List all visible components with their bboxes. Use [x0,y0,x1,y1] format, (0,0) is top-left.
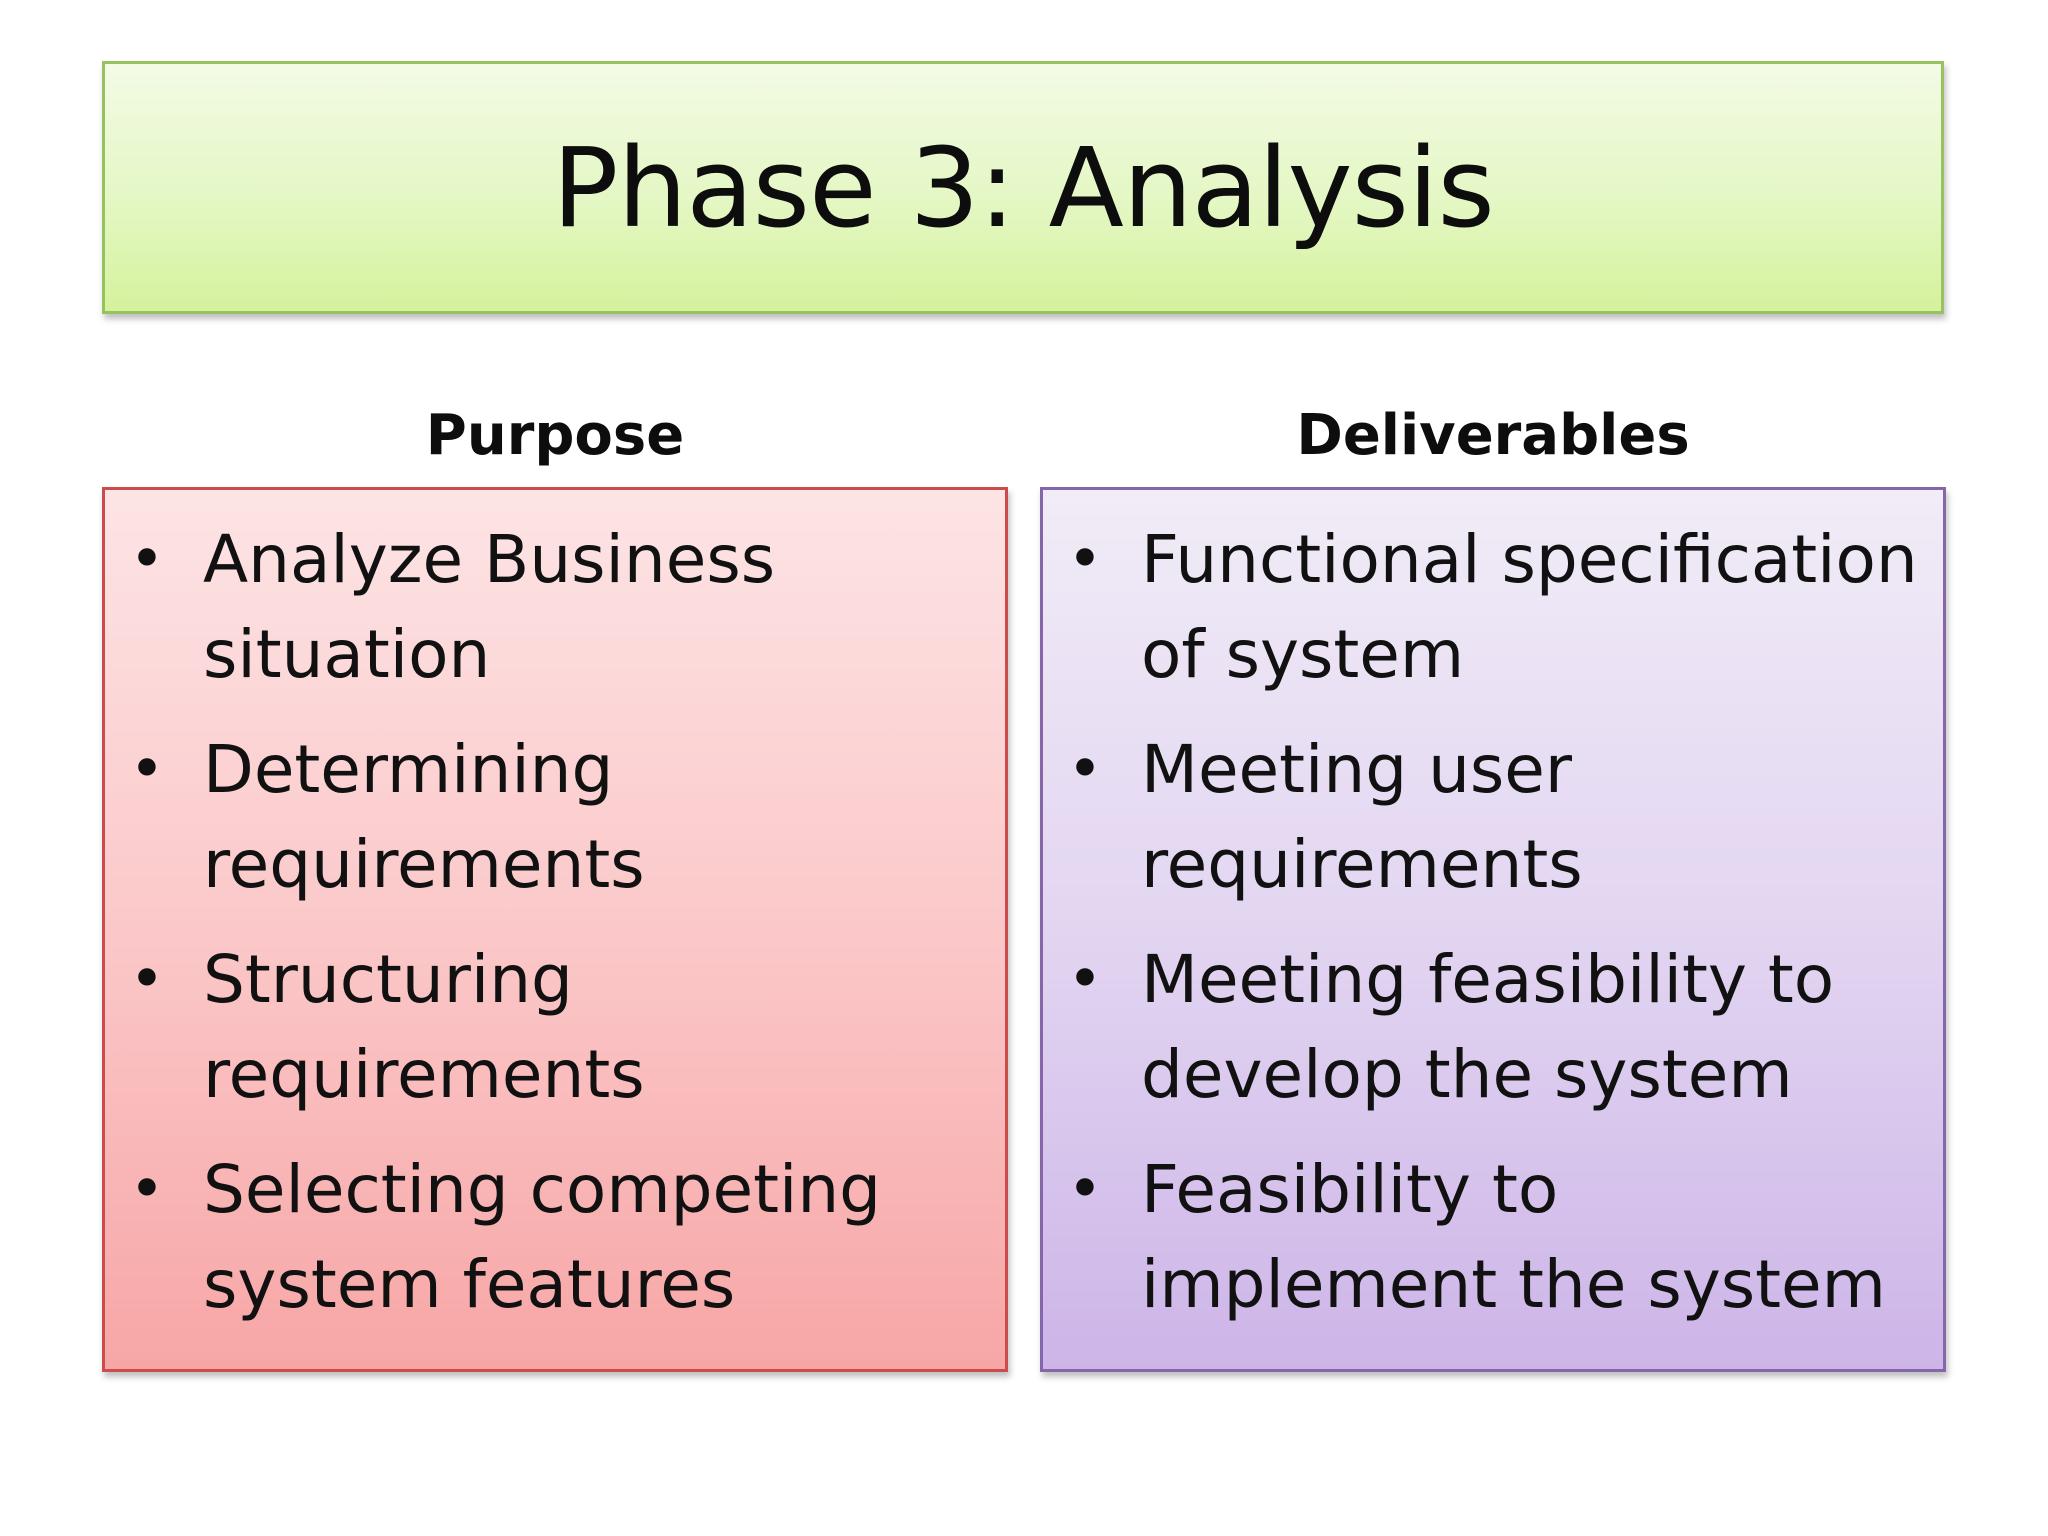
bullet-icon: • [129,944,165,1014]
deliverables-item: • Meeting feasibility to develop the sys… [1043,932,1923,1122]
purpose-heading: Purpose [425,403,685,468]
deliverables-list: • Functional specification of system • M… [1043,512,1923,1332]
bullet-icon: • [129,524,165,594]
purpose-item-text: Structuring requirements [203,941,645,1113]
purpose-item: • Determining requirements [105,722,985,912]
title-box: Phase 3: Analysis [102,61,1944,314]
purpose-item-text: Selecting competing system features [203,1151,882,1323]
purpose-list: • Analyze Business situation • Determini… [105,512,985,1332]
bullet-icon: • [1067,734,1103,804]
bullet-icon: • [129,734,165,804]
slide-title: Phase 3: Analysis [552,123,1495,252]
deliverables-item-text: Meeting user requirements [1141,731,1583,903]
deliverables-item: • Functional specification of system [1043,512,1923,702]
deliverables-item-text: Functional specification of system [1141,521,1918,693]
purpose-item: • Analyze Business situation [105,512,985,702]
purpose-panel: • Analyze Business situation • Determini… [102,487,1008,1372]
bullet-icon: • [1067,524,1103,594]
bullet-icon: • [1067,944,1103,1014]
deliverables-item-text: Feasibility to implement the system [1141,1151,1886,1323]
deliverables-item-text: Meeting feasibility to develop the syste… [1141,941,1835,1113]
purpose-item: • Selecting competing system features [105,1142,985,1332]
deliverables-heading: Deliverables [1296,403,1690,468]
purpose-item: • Structuring requirements [105,932,985,1122]
deliverables-item: • Feasibility to implement the system [1043,1142,1923,1332]
purpose-item-text: Determining requirements [203,731,645,903]
bullet-icon: • [129,1154,165,1224]
bullet-icon: • [1067,1154,1103,1224]
deliverables-panel: • Functional specification of system • M… [1040,487,1946,1372]
purpose-item-text: Analyze Business situation [203,521,776,693]
deliverables-item: • Meeting user requirements [1043,722,1923,912]
